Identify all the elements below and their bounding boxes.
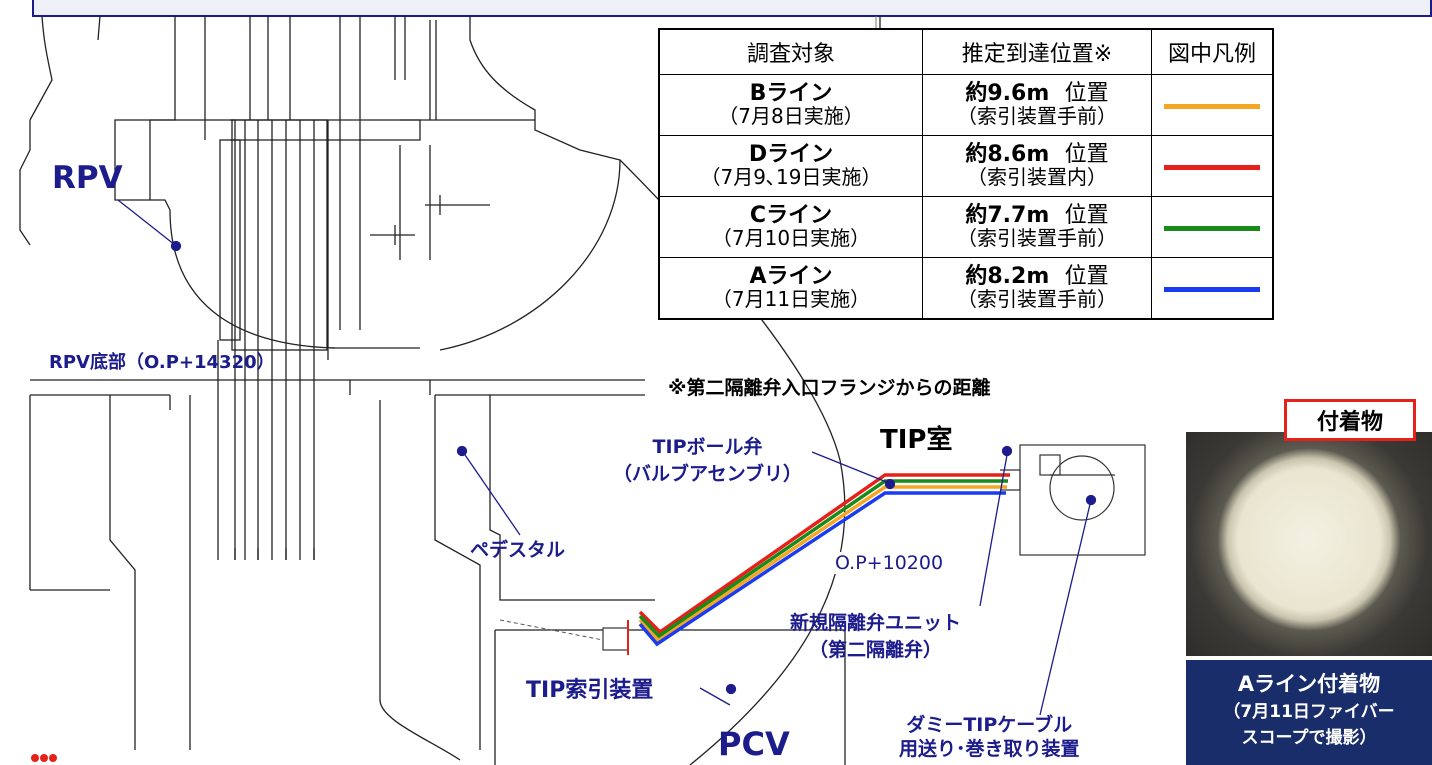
deposit-tag: 付着物 [1284,399,1416,441]
label-op-10200: O.P+10200 [833,552,946,574]
row-date: （7月9､19日実施） [700,165,882,189]
legend-swatch-a [1164,287,1260,292]
label-new-valve-sub: （第二隔離弁） [809,639,943,661]
photo-caption-line2: （7月11日ファイバー [1223,702,1395,722]
row-position: 約8.2m 位置 [923,266,1151,288]
legend-swatch-c [1164,226,1260,231]
row-position: 約7.7m 位置 [923,205,1151,227]
row-pos-value: 約8.6m [965,142,1050,167]
table-row: Bライン（7月8日実施） 約9.6m 位置（索引装置手前） [658,74,1274,136]
row-pos-note: （索引装置内） [967,165,1107,189]
row-position: 約8.6m 位置 [923,144,1151,166]
row-pos-suffix: 位置 [1064,142,1109,167]
rpv-pointer-dot [170,240,182,252]
label-tip-ball-valve-sub: （バルブアセンブリ） [613,463,803,485]
row-pos-note: （索引装置手前） [957,287,1117,311]
label-dummy-cable-sub: 用送り･巻き取り装置 [899,738,1080,760]
label-tip-room: TIP室 [880,425,953,455]
row-date: （7月8日実施） [718,104,864,128]
pedestal-pointer-dot [456,445,468,457]
route-c-green [638,479,1008,639]
label-dummy-cable-device: ダミーTIPケーブル 用送り･巻き取り装置 [899,713,1080,761]
label-pcv: PCV [718,725,790,763]
row-pos-suffix: 位置 [1064,264,1109,289]
row-pos-value: 約7.7m [965,203,1050,228]
row-pos-suffix: 位置 [1064,203,1109,228]
row-position: 約9.6m 位置 [923,83,1151,105]
table-row: Dライン（7月9､19日実施） 約8.6m 位置（索引装置内） [658,135,1274,197]
label-rpv-bottom: RPV底部（O.P+14320） [49,352,275,373]
investigation-table: 調査対象 推定到達位置※ 図中凡例 Bライン（7月8日実施） 約9.6m 位置（… [658,28,1274,320]
logo-dots [31,754,57,762]
header-legend: 図中凡例 [1151,28,1274,75]
header-position: 推定到達位置※ [922,28,1152,75]
photo-caption: Aライン付着物 （7月11日ファイバー スコープで撮影） [1186,660,1432,765]
pcv-pointer-dot [725,683,737,695]
label-new-isolation-valve: 新規隔離弁ユニット （第二隔離弁） [790,608,961,662]
dummy-cable-pointer-dot [1085,494,1097,506]
label-tip-drive: TIP索引装置 [526,678,654,703]
header-target: 調査対象 [658,28,923,75]
row-date: （7月10日実施） [711,226,871,250]
row-line: Cライン [749,203,833,228]
label-pedestal: ペデスタル [470,539,566,561]
row-pos-value: 約8.2m [965,264,1050,289]
row-pos-note: （索引装置手前） [957,226,1117,250]
table-footnote: ※第二隔離弁入口フランジからの距離 [668,377,991,399]
table-row: Aライン（7月11日実施） 約8.2m 位置（索引装置手前） [658,257,1274,320]
legend-swatch-d [1164,165,1260,170]
photo-caption-title: Aライン付着物 [1237,672,1381,696]
route-d-red [638,473,1010,635]
row-line: Bライン [749,81,833,106]
row-date: （7月11日実施） [711,287,871,311]
row-pos-suffix: 位置 [1064,81,1109,106]
label-rpv: RPV [52,160,123,196]
route-a-blue [638,491,1006,647]
tip-room-equipment [1000,444,1146,556]
label-new-valve-title: 新規隔離弁ユニット [790,612,962,634]
label-dummy-cable-title: ダミーTIPケーブル [906,714,1073,736]
tip-drive-box [602,627,629,651]
photo-caption-line3: スコープで撮影） [1241,728,1377,748]
control-rod-drives [204,16,490,761]
row-line: Aライン [749,264,833,289]
label-tip-ball-valve-title: TIPボール弁 [652,436,763,458]
table-header-row: 調査対象 推定到達位置※ 図中凡例 [658,28,1274,75]
row-pos-value: 約9.6m [965,81,1050,106]
row-pos-note: （索引装置手前） [957,104,1117,128]
table-row: Cライン（7月10日実施） 約7.7m 位置（索引装置手前） [658,196,1274,258]
new-valve-pointer-dot [1001,445,1013,457]
row-line: Dライン [748,142,834,167]
ball-valve-pointer-dot [884,478,896,490]
deposit-photo [1186,432,1432,656]
top-frame [32,0,1432,17]
label-tip-ball-valve: TIPボール弁 （バルブアセンブリ） [613,432,802,486]
route-b-orange [638,485,1007,643]
legend-swatch-b [1164,104,1260,109]
